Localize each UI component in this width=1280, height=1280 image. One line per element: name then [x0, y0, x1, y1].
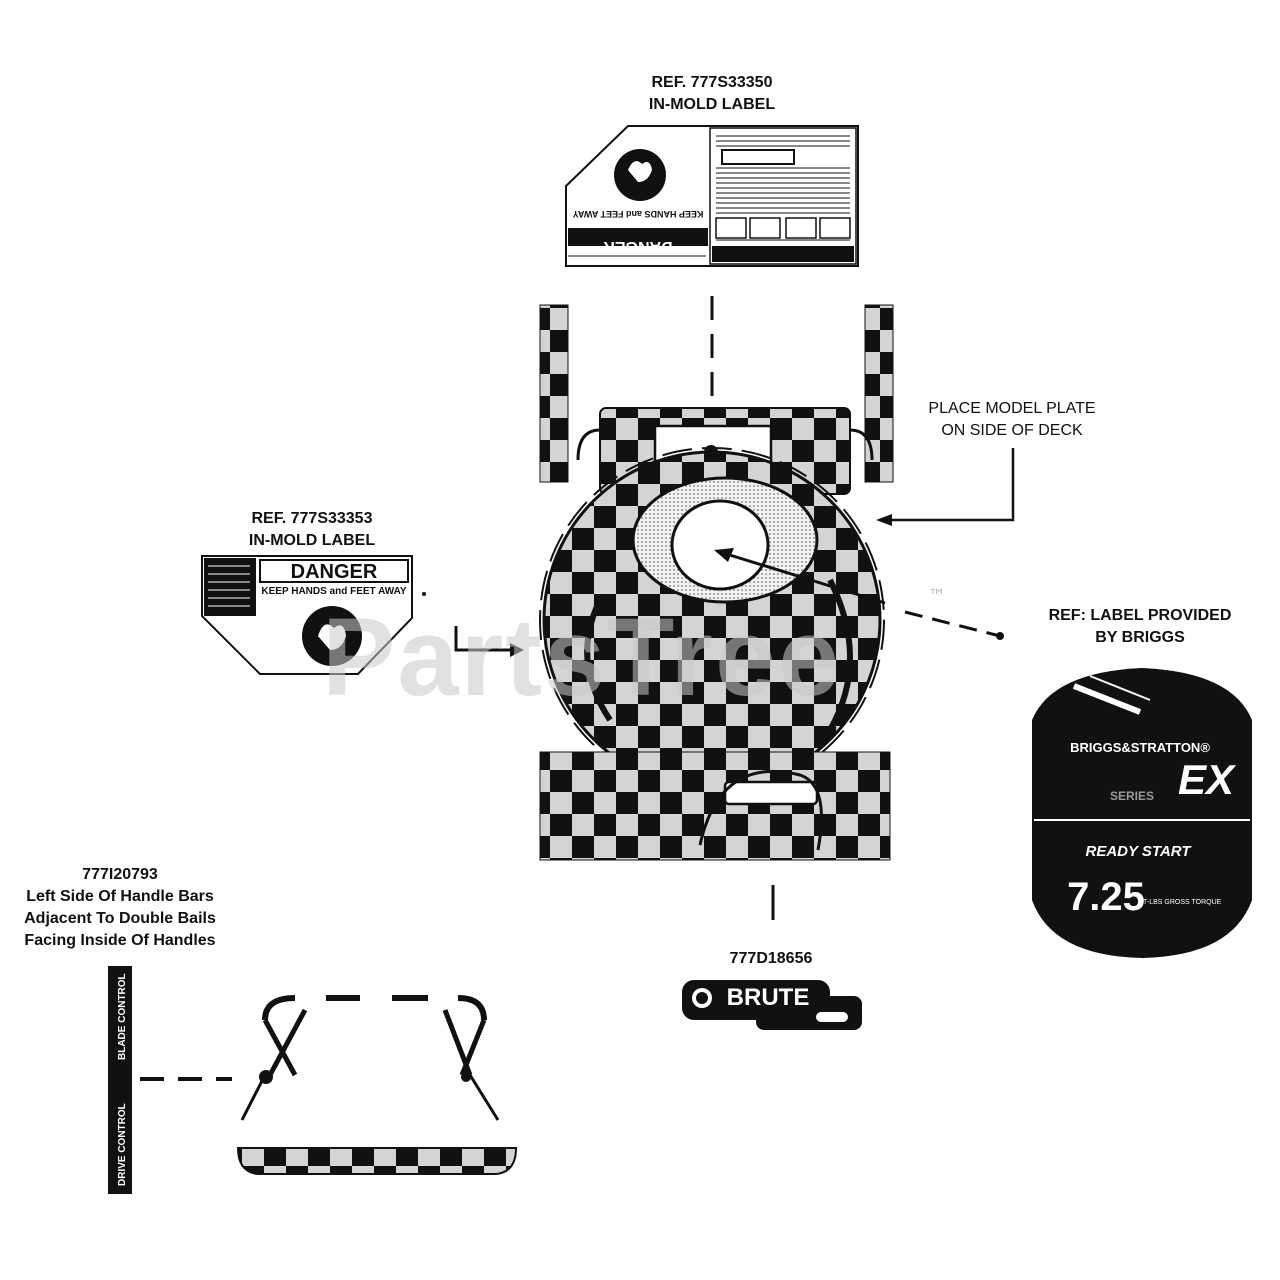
- center-leader: [719, 550, 886, 605]
- drive-control-text: DRIVE CONTROL: [117, 1103, 128, 1186]
- model-plate-caption: PLACE MODEL PLATE ON SIDE OF DECK: [900, 398, 1124, 442]
- blade-control-text: BLADE CONTROL: [117, 973, 128, 1060]
- briggs-ref-line2: BY BRIGGS: [1095, 629, 1185, 646]
- watermark-tm: ™: [928, 586, 946, 607]
- left-label-ref: REF. 777S33353: [251, 510, 373, 527]
- top-label-danger-sub: KEEP HANDS and FEET AWAY: [573, 209, 704, 219]
- handle-decal-line2: Adjacent To Double Bails: [24, 910, 216, 927]
- deck-front-edge: [236, 1147, 518, 1175]
- top-label-caption: REF. 777S33350 IN-MOLD LABEL: [612, 72, 812, 116]
- brute-decal: BRUTE: [682, 980, 862, 1030]
- left-in-mold-label: DANGER KEEP HANDS and FEET AWAY: [201, 555, 426, 675]
- left-label-leader: [454, 626, 516, 652]
- top-label-danger-text: DANGER: [603, 238, 673, 255]
- top-label-ref: REF. 777S33350: [651, 74, 773, 91]
- brute-decal-part: 777D18656: [729, 950, 813, 967]
- briggs-ref-caption: REF: LABEL PROVIDED BY BRIGGS: [1020, 605, 1260, 649]
- power-unit-text: FT-LBS GROSS TORQUE: [1139, 899, 1222, 906]
- briggs-brand-text: BRIGGS&STRATTON®: [1070, 740, 1210, 755]
- top-label-kind: IN-MOLD LABEL: [648, 96, 776, 113]
- left-label-kind: IN-MOLD LABEL: [248, 532, 376, 549]
- left-label-danger-sub: KEEP HANDS and FEET AWAY: [261, 586, 407, 597]
- model-plate-leader: [884, 448, 1015, 522]
- mower-top-view: [539, 304, 1004, 920]
- model-plate-line1: PLACE MODEL PLATE: [928, 400, 1096, 417]
- model-plate-line2: ON SIDE OF DECK: [941, 422, 1083, 439]
- briggs-engine-label: BRIGGS&STRATTON® SERIES EX READY START 7…: [1032, 668, 1252, 958]
- power-value-text: 7.25: [1067, 875, 1145, 919]
- ex-series-mark: EX: [1178, 756, 1237, 803]
- handle-bar-assembly: [240, 995, 500, 1121]
- handle-decal-line1: Left Side Of Handle Bars: [26, 888, 214, 905]
- series-text: SERIES: [1110, 789, 1154, 803]
- briggs-ref-line1: REF: LABEL PROVIDED: [1048, 607, 1232, 624]
- handle-decal-caption: 777I20793 Left Side Of Handle Bars Adjac…: [0, 864, 240, 952]
- left-label-caption: REF. 777S33353 IN-MOLD LABEL: [212, 508, 412, 552]
- left-label-danger-text: DANGER: [291, 561, 378, 583]
- ready-start-text: READY START: [1085, 843, 1192, 860]
- brute-decal-caption: 777D18656: [686, 948, 856, 970]
- brute-logo-text: BRUTE: [727, 984, 810, 1011]
- partstree-watermark: PartsTree: [322, 596, 842, 719]
- handle-decal-part: 777I20793: [82, 866, 158, 883]
- top-in-mold-label: DANGER KEEP HANDS and FEET AWAY: [565, 125, 859, 267]
- handle-decal-strip: BLADE CONTROL DRIVE CONTROL: [108, 966, 132, 1194]
- handle-decal-line3: Facing Inside Of Handles: [24, 932, 216, 949]
